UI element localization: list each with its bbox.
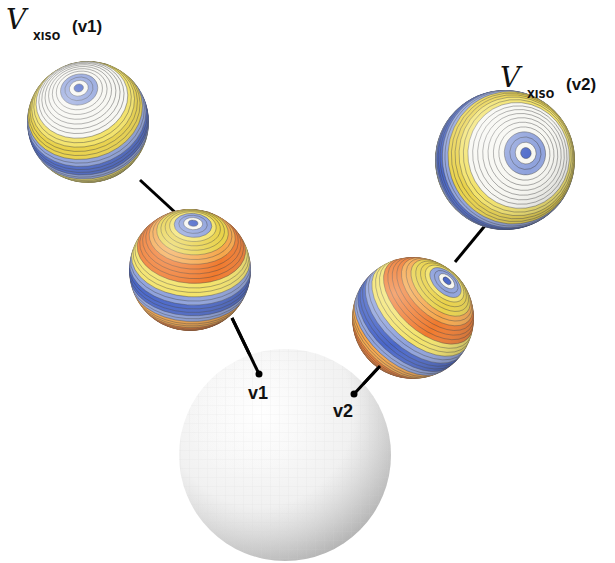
shading (352, 257, 474, 379)
band (417, 77, 583, 247)
striped-sphere (127, 207, 254, 334)
subscript-text: XISO (527, 90, 554, 100)
band (16, 56, 159, 184)
band (418, 75, 586, 248)
band (418, 79, 580, 245)
vertex-argument: (v2) (566, 76, 596, 93)
band (422, 72, 592, 246)
band (348, 249, 484, 381)
band (418, 73, 588, 247)
sphere-bands (127, 207, 254, 334)
striped-sphere (16, 49, 161, 194)
subscript-text: XISO (33, 32, 60, 42)
stick (455, 222, 488, 262)
sphere-bands (417, 72, 592, 247)
band (431, 75, 593, 241)
band (17, 61, 160, 189)
band (427, 73, 593, 243)
striped-sphere (337, 242, 489, 394)
band (16, 58, 160, 186)
math-symbol: V (6, 6, 26, 34)
math-symbol: V (500, 64, 520, 92)
base-sphere (179, 349, 391, 561)
band (345, 252, 481, 385)
stick (140, 180, 178, 215)
shading (435, 90, 575, 230)
sphere-bands (16, 49, 161, 194)
band (424, 73, 592, 246)
vertex-argument: (v1) (72, 18, 102, 35)
band (342, 255, 478, 387)
band (420, 73, 590, 248)
striped-sphere (417, 72, 592, 247)
shading (27, 61, 149, 183)
point-label: v2 (333, 402, 353, 420)
band (418, 82, 575, 244)
point-label: v1 (248, 384, 268, 402)
shading (129, 209, 251, 331)
band (434, 77, 591, 239)
sphere-bands (337, 242, 489, 394)
